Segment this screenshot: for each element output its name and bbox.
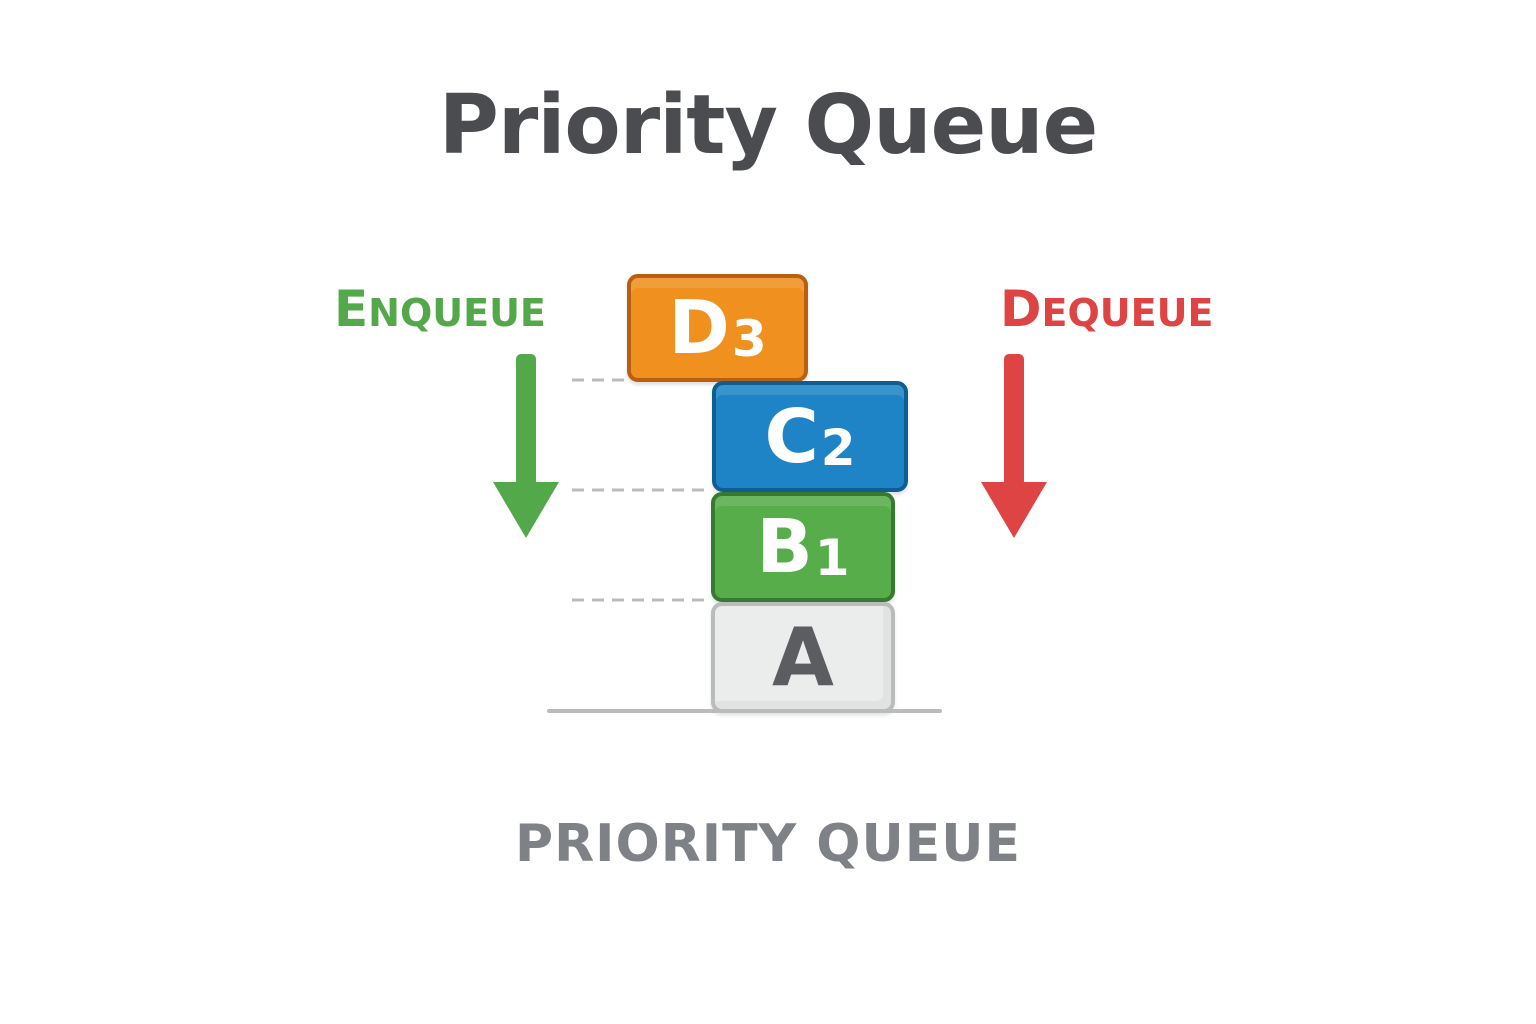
queue-base-line — [547, 709, 942, 713]
block-letter: A — [772, 610, 834, 704]
block-priority: 2 — [820, 418, 856, 477]
block-letter: B — [756, 504, 813, 590]
dequeue-label-rest: EQUEUE — [1041, 291, 1214, 335]
block-letter: C — [764, 393, 819, 480]
enqueue-arrow-icon — [493, 354, 559, 538]
enqueue-label-initial: E — [334, 280, 369, 338]
footer-label: PRIORITY QUEUE — [514, 814, 1022, 874]
enqueue-label: ENQUEUE — [334, 280, 546, 338]
dequeue-arrow-icon — [981, 354, 1047, 538]
queue-block-a: A — [711, 602, 895, 713]
dequeue-label-initial: D — [1000, 280, 1042, 338]
enqueue-label-rest: NQUEUE — [368, 291, 546, 335]
dequeue-label: DEQUEUE — [1000, 280, 1213, 338]
diagram-title: Priority Queue — [438, 78, 1098, 173]
block-priority: 3 — [731, 310, 767, 368]
block-letter: D — [668, 285, 730, 371]
block-priority: 1 — [814, 529, 850, 587]
